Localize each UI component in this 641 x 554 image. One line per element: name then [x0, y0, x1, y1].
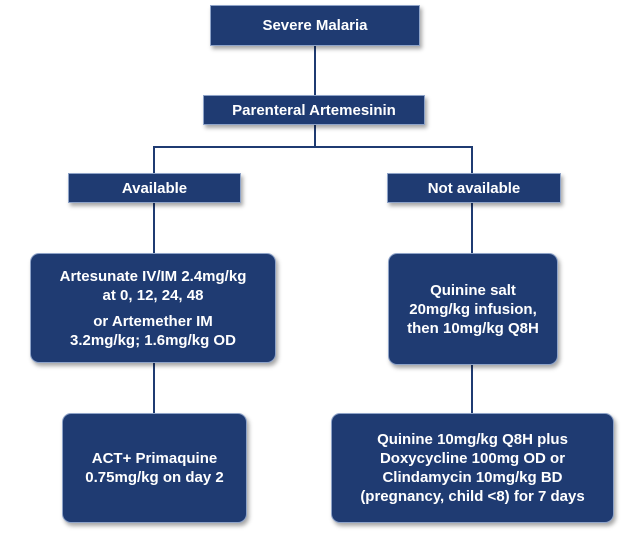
- quinine-plus-line-1: Quinine 10mg/kg Q8H plus: [377, 431, 568, 448]
- artesunate-line-3: or Artemether IM: [93, 312, 213, 330]
- connector-left-to-artesunate: [153, 203, 155, 253]
- connector-mid-vertical: [314, 125, 316, 147]
- node-parenteral-artemesinin: Parenteral Artemesinin: [203, 95, 425, 125]
- quinine-plus-line-2: Doxycycline 100mg OD or: [379, 450, 566, 467]
- quinine-plus-line-4: (pregnancy, child <8) for 7 days: [360, 488, 585, 505]
- connector-right-drop: [471, 146, 473, 173]
- node-not-available: Not available: [387, 173, 561, 203]
- act-line-1: ACT+ Primaquine: [91, 450, 218, 467]
- node-severe-malaria-label: Severe Malaria: [262, 17, 368, 34]
- node-available: Available: [68, 173, 241, 203]
- node-quinine-salt-regimen: Quinine salt 20mg/kg infusion, then 10mg…: [388, 253, 558, 365]
- connector-right-to-quinine: [471, 203, 473, 253]
- node-artesunate-regimen: Artesunate IV/IM 2.4mg/kg at 0, 12, 24, …: [30, 253, 276, 363]
- quinine-salt-line-3: then 10mg/kg Q8H: [407, 319, 539, 337]
- artesunate-line-1: Artesunate IV/IM 2.4mg/kg: [59, 267, 247, 285]
- connector-top-vertical: [314, 46, 316, 95]
- artesunate-line-4: 3.2mg/kg; 1.6mg/kg OD: [70, 331, 236, 349]
- connector-left-drop: [153, 146, 155, 173]
- connector-artesunate-to-act: [153, 363, 155, 413]
- quinine-plus-line-3: Clindamycin 10mg/kg BD: [382, 469, 563, 486]
- node-available-label: Available: [121, 179, 188, 197]
- act-line-2: 0.75mg/kg on day 2: [85, 469, 224, 486]
- node-parenteral-label: Parenteral Artemesinin: [232, 101, 396, 119]
- connector-horizontal: [153, 146, 473, 148]
- node-quinine-combination: Quinine 10mg/kg Q8H plus Doxycycline 100…: [331, 413, 614, 523]
- node-severe-malaria: Severe Malaria: [210, 5, 420, 46]
- connector-quinine-to-plus: [471, 365, 473, 413]
- quinine-salt-line-1: Quinine salt: [430, 281, 516, 299]
- node-not-available-label: Not available: [427, 179, 521, 197]
- artesunate-line-2: at 0, 12, 24, 48: [102, 286, 204, 304]
- quinine-salt-line-2: 20mg/kg infusion,: [409, 300, 537, 318]
- node-act-primaquine: ACT+ Primaquine 0.75mg/kg on day 2: [62, 413, 247, 523]
